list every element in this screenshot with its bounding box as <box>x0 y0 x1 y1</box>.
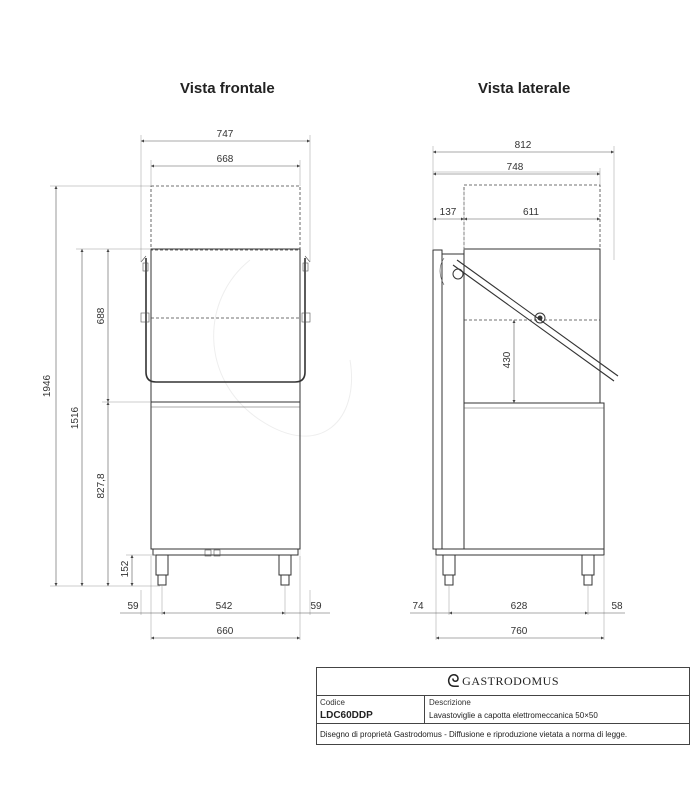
front-dim-668: 668 <box>217 154 234 165</box>
front-hood <box>150 248 301 403</box>
brand-header: ᘓ Gastrodomus <box>317 668 689 696</box>
ownership-note: Disegno di proprietà Gastrodomus - Diffu… <box>320 730 628 739</box>
front-dim-660: 660 <box>217 626 234 637</box>
front-dim-1516: 1516 <box>70 406 81 429</box>
side-dim-748: 748 <box>507 162 524 173</box>
side-dim-137: 137 <box>440 207 457 218</box>
front-body <box>150 401 301 550</box>
gastrodomus-logo-icon: ᘓ <box>446 671 461 691</box>
front-dim-1946: 1946 <box>42 374 53 397</box>
front-dim-59-left: 59 <box>127 601 139 612</box>
front-base <box>152 548 299 556</box>
side-dim-611: 611 <box>523 207 539 218</box>
side-base <box>435 548 605 556</box>
front-dim-827-8: 827,8 <box>96 473 107 498</box>
side-dim-74: 74 <box>412 601 424 612</box>
front-dim-688: 688 <box>96 307 107 324</box>
side-legs <box>442 554 595 586</box>
front-view-drawing: 747 668 1946 1516 688 827,8 152 59 542 <box>42 129 330 640</box>
side-dim-812: 812 <box>515 140 532 151</box>
side-hood <box>463 248 601 404</box>
product-code: LDC60DDP <box>320 710 373 721</box>
front-dim-59-right: 59 <box>310 601 322 612</box>
side-dim-628: 628 <box>511 601 528 612</box>
description-label: Descrizione <box>429 698 471 707</box>
watermark <box>213 250 352 560</box>
front-dim-747: 747 <box>217 129 234 140</box>
front-hood-open-outline <box>150 185 301 251</box>
side-rear-column <box>432 249 443 550</box>
code-description-row: Codice LDC60DDP Descrizione Lavastovigli… <box>317 696 689 724</box>
code-label: Codice <box>320 698 345 707</box>
side-lever-arm <box>452 259 619 382</box>
title-block: ᘓ Gastrodomus Codice LDC60DDP Descrizion… <box>316 667 690 745</box>
side-dim-58: 58 <box>611 601 623 612</box>
side-dim-430: 430 <box>502 351 513 368</box>
front-view-title: Vista frontale <box>180 80 275 97</box>
product-description: Lavastoviglie a capotta elettromeccanica… <box>429 711 598 720</box>
front-dim-542: 542 <box>216 601 233 612</box>
code-cell: Codice LDC60DDP <box>317 696 425 723</box>
side-dim-760: 760 <box>511 626 528 637</box>
side-view-drawing: 812 748 137 611 430 74 628 58 760 <box>410 140 625 640</box>
description-cell: Descrizione Lavastoviglie a capotta elet… <box>425 696 689 723</box>
side-view-title: Vista laterale <box>478 80 571 97</box>
brand-name: Gastrodomus <box>462 674 560 688</box>
side-body <box>463 402 605 550</box>
front-legs <box>155 554 292 586</box>
front-handle <box>145 258 306 383</box>
front-dim-152: 152 <box>120 560 131 577</box>
